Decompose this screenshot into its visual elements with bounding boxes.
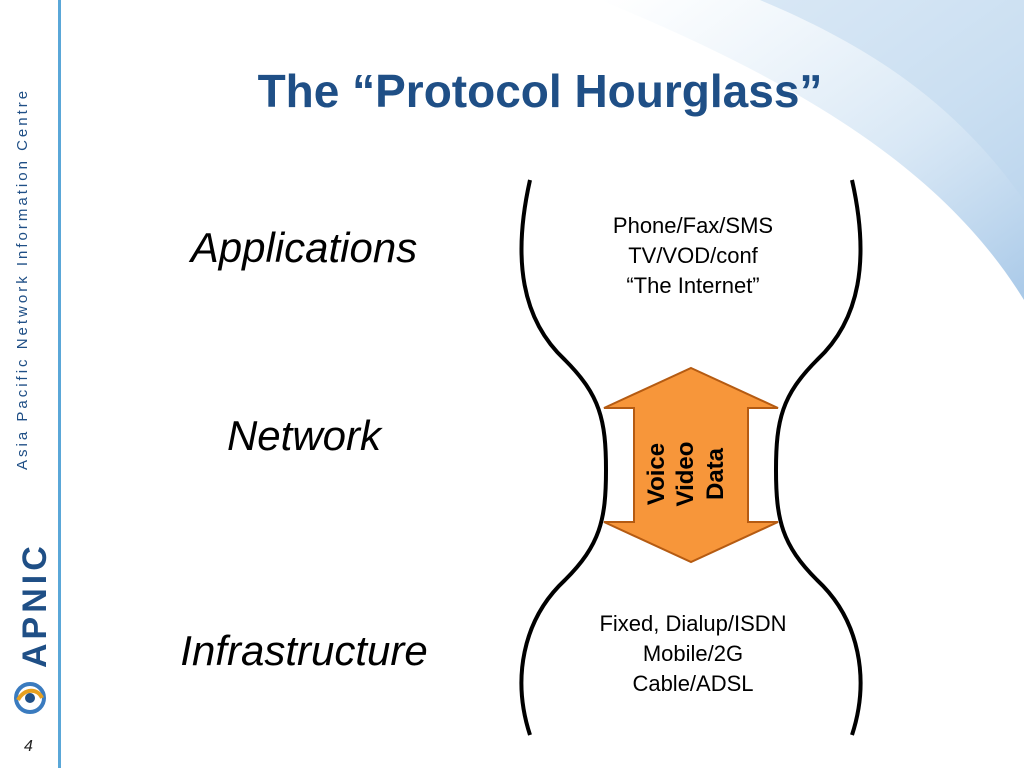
sidebar: Asia Pacific Network Information Centre … — [0, 0, 61, 768]
applications-item: “The Internet” — [626, 273, 760, 298]
slide-title: The “Protocol Hourglass” — [257, 65, 823, 117]
layer-label-network: Network — [226, 412, 382, 459]
apnic-logo-icon — [14, 682, 46, 714]
hourglass-right-outline — [773, 179, 863, 736]
layer-label-applications: Applications — [190, 224, 418, 271]
center-double-arrow — [603, 366, 779, 564]
infrastructure-list: Fixed, Dialup/ISDN Mobile/2G Cable/ADSL — [560, 609, 826, 699]
network-service-item: Video — [672, 441, 699, 507]
applications-item: TV/VOD/conf — [628, 243, 758, 268]
infrastructure-item: Fixed, Dialup/ISDN — [599, 611, 787, 636]
page-number: 4 — [24, 738, 33, 755]
infrastructure-item: Cable/ADSL — [632, 671, 754, 696]
infrastructure-item: Mobile/2G — [642, 641, 744, 666]
hourglass-left-outline — [519, 179, 609, 736]
applications-list: Phone/Fax/SMS TV/VOD/conf “The Internet” — [560, 211, 826, 301]
sidebar-divider — [58, 0, 61, 768]
network-service-item: Voice — [643, 442, 670, 506]
applications-item: Phone/Fax/SMS — [612, 213, 774, 238]
network-services-list: Voice Video Data — [634, 426, 736, 522]
network-service-item: Data — [702, 447, 729, 501]
layer-label-infrastructure: Infrastructure — [180, 627, 428, 674]
